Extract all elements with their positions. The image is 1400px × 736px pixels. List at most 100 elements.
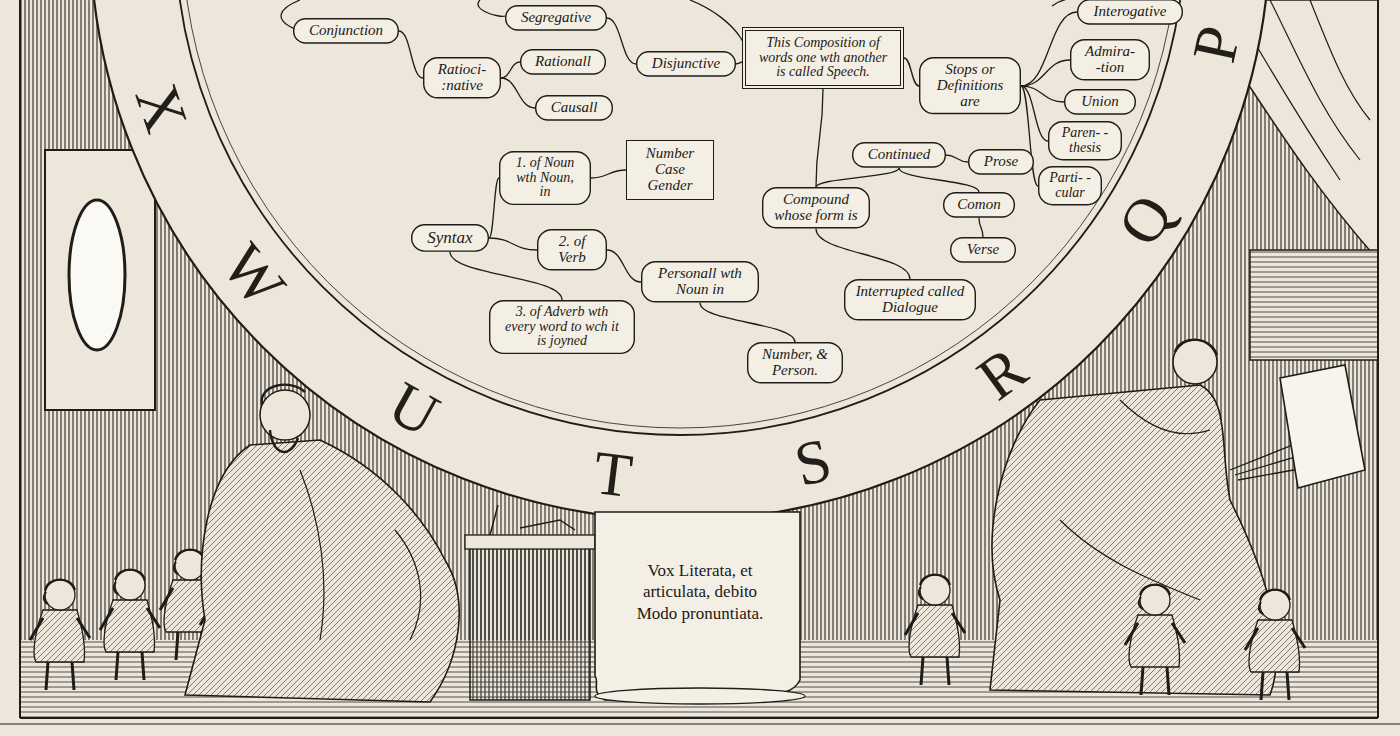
window xyxy=(69,200,125,350)
node-text: 2. of Verb xyxy=(548,234,596,266)
child-figure xyxy=(100,570,160,681)
oval-outline xyxy=(951,238,1016,262)
oval-outline xyxy=(944,193,1015,217)
oval-outline xyxy=(536,96,613,120)
oval-outline xyxy=(412,225,489,251)
grammar-figure-robe xyxy=(990,385,1276,695)
oval-node: Segregative xyxy=(505,5,607,31)
node-text: Disjunctive xyxy=(647,56,725,72)
oval-node: Ratioci- :native xyxy=(423,57,501,99)
node-text: Union xyxy=(1075,94,1125,110)
oval-outline xyxy=(763,188,870,228)
node-text: Rationall xyxy=(531,54,595,70)
oval-node: Interrupted called Dialogue xyxy=(844,279,976,321)
node-text: Prose xyxy=(979,154,1023,170)
child-figure xyxy=(1125,585,1185,696)
node-text: Continued xyxy=(863,147,935,163)
connector xyxy=(816,229,910,280)
scroll xyxy=(595,512,800,700)
oval-outline xyxy=(538,230,607,270)
oval-node: Rationall xyxy=(520,49,606,75)
connector xyxy=(904,58,919,86)
connector xyxy=(501,78,535,108)
node-text: Verse xyxy=(961,242,1005,258)
connector xyxy=(946,155,968,162)
oval-outline xyxy=(1049,122,1122,160)
child-figure xyxy=(1245,590,1305,701)
node-text: Interogative xyxy=(1088,4,1172,20)
connector xyxy=(399,31,423,78)
oval-node: Disjunctive xyxy=(636,51,736,77)
inner-ring-line xyxy=(182,0,1178,428)
oval-node: Comon xyxy=(943,192,1015,218)
node-text: Stops or Definitions are xyxy=(930,62,1010,109)
oval-outline xyxy=(920,58,1021,114)
teacher-hair xyxy=(262,385,305,452)
connector xyxy=(816,89,823,187)
oval-outline xyxy=(1078,0,1183,24)
robe-folds xyxy=(300,470,421,640)
oval-node: Prose xyxy=(968,149,1034,175)
text-box: Number Case Gender xyxy=(626,140,714,199)
node-text: Syntax xyxy=(422,229,478,247)
oval-node: Paren- -thesis xyxy=(1048,121,1122,160)
connector xyxy=(501,62,520,78)
oval-outline xyxy=(969,150,1034,174)
node-text: Interrupted called Dialogue xyxy=(855,284,965,316)
quill-and-paper xyxy=(490,505,575,535)
oval-outline xyxy=(506,6,607,30)
oval-node: Conjunction xyxy=(293,18,399,44)
oval-node: Interogative xyxy=(1077,0,1183,25)
connector xyxy=(489,178,499,238)
connector xyxy=(1021,60,1070,86)
node-text: Comon xyxy=(954,197,1004,213)
connector xyxy=(1021,86,1064,102)
node-text: Causall xyxy=(546,100,602,116)
open-book xyxy=(1280,365,1365,488)
node-text: Number Case Gender xyxy=(638,146,702,193)
frame-right xyxy=(1377,0,1379,718)
oval-node: Causall xyxy=(535,95,613,121)
connector xyxy=(591,170,626,178)
node-text: Paren- -thesis xyxy=(1059,126,1111,155)
node-text: Parti- -cular xyxy=(1049,171,1091,200)
connector xyxy=(899,168,979,192)
connector xyxy=(979,218,983,237)
oval-outline xyxy=(1065,90,1136,114)
connector xyxy=(607,18,636,64)
robe-folds xyxy=(1060,400,1210,600)
oval-node: 1. of Noun wth Noun, in xyxy=(499,151,591,205)
oval-node: Compound whose form is xyxy=(762,187,870,229)
oval-outline xyxy=(637,52,736,76)
ring-letter: S xyxy=(788,427,836,496)
plate-line xyxy=(0,724,1400,725)
frame-left xyxy=(19,0,21,718)
oval-outline xyxy=(1071,40,1150,80)
oval-node: Number, & Person. xyxy=(747,342,843,384)
oval-outline xyxy=(490,301,635,354)
connector xyxy=(1021,12,1077,86)
connector xyxy=(700,303,795,343)
node-text: Admira- -tion xyxy=(1081,44,1139,76)
node-text: 1. of Noun wth Noun, in xyxy=(510,156,580,200)
oval-outline xyxy=(521,50,606,74)
oval-outline xyxy=(853,143,946,167)
ring-letter: T xyxy=(591,441,636,507)
oval-node: Continued xyxy=(852,142,946,168)
node-text: 3. of Adverb wth every word to wch it is… xyxy=(500,305,624,349)
ring-letter: P xyxy=(1182,21,1250,68)
scroll-roll xyxy=(595,688,805,704)
desk xyxy=(470,545,590,700)
ring-letter: W xyxy=(212,233,297,318)
node-text: Number, & Person. xyxy=(758,347,832,379)
child-figure xyxy=(30,580,90,691)
wall-panel xyxy=(45,150,155,410)
node-text: Compound whose form is xyxy=(773,192,859,224)
node-text: Ratioci- :native xyxy=(434,62,490,94)
node-text: Personall wth Noun in xyxy=(652,266,748,298)
oval-node: Parti- -cular xyxy=(1038,166,1102,205)
desk-top xyxy=(465,535,595,549)
oval-outline xyxy=(748,343,843,383)
oval-outline xyxy=(424,58,501,98)
